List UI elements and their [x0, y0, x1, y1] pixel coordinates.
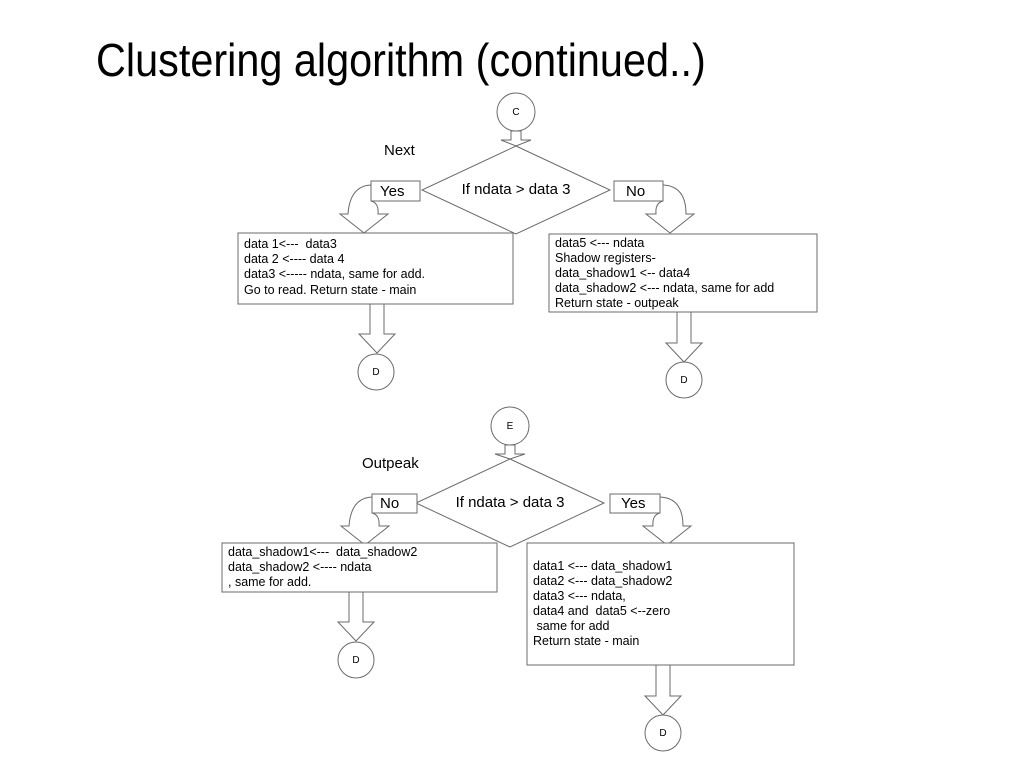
action-box-right-line: data2 <--- data_shadow2 [533, 574, 672, 588]
connector-d-left [357, 353, 395, 391]
arrow-down-left [336, 591, 376, 642]
action-box-left-line: data_shadow2 <---- ndata [228, 560, 372, 574]
action-box-right-line: data5 <--- ndata [555, 236, 644, 250]
state-label-next: Next [384, 142, 416, 159]
connector-d-right [665, 361, 703, 399]
arrow-down-right [643, 664, 683, 716]
connector-d-left [337, 641, 375, 679]
connector-e-label: E [507, 421, 514, 432]
action-box-left-line: Go to read. Return state - main [244, 283, 416, 297]
curved-arrow-right [644, 184, 696, 234]
action-box-left-line: data3 <----- ndata, same for add. [244, 267, 425, 281]
connector-d-right [644, 714, 682, 752]
branch-label-yes: Yes [621, 495, 645, 512]
action-box-right-line: data1 <--- data_shadow1 [533, 559, 672, 573]
action-box-right [526, 542, 795, 666]
action-box-left-line: data 1<--- data3 [244, 237, 337, 251]
decision-diamond [414, 458, 606, 548]
state-label-outpeak: Outpeak [362, 455, 419, 472]
arrow-down-left [357, 303, 397, 354]
slide-title: Clustering algorithm (continued..) [96, 34, 706, 86]
arrow-down [500, 130, 532, 147]
action-box-left-line: , same for add. [228, 575, 311, 589]
action-box-left [221, 542, 498, 593]
connector-d-right-label: D [680, 375, 687, 386]
action-box-left-line: data 2 <---- data 4 [244, 252, 344, 266]
decision-diamond [420, 145, 612, 235]
action-box-right-line: same for add [533, 619, 609, 633]
action-box-left-line: data_shadow1<--- data_shadow2 [228, 545, 417, 559]
branch-label-no: No [626, 183, 645, 200]
flow-outpeak: E If ndata > data 3 Outpeak No Yes data_… [221, 406, 795, 752]
action-box-right-line: data_shadow1 <-- data4 [555, 266, 690, 280]
connector-c-label: C [512, 107, 519, 118]
decision-condition: If ndata > data 3 [456, 494, 565, 511]
branch-label-no: No [380, 495, 399, 512]
flow-next: C If ndata > data 3 Next Yes No data 1<-… [237, 92, 818, 399]
arrow-down [494, 444, 526, 460]
action-box-right-line: data4 and data5 <--zero [533, 604, 670, 618]
connector-d-right-label: D [659, 728, 666, 739]
connector-d-left-label: D [352, 655, 359, 666]
action-box-right-line: data_shadow2 <--- ndata, same for add [555, 281, 774, 295]
action-box-right-line: Return state - main [533, 634, 639, 648]
curved-arrow-left [339, 496, 391, 546]
action-box-left [237, 232, 514, 305]
action-box-right [548, 233, 818, 313]
action-box-right-line: Shadow registers- [555, 251, 656, 265]
action-box-right-line: Return state - outpeak [555, 296, 679, 310]
arrow-down-right [664, 311, 704, 363]
branch-label-yes: Yes [380, 183, 404, 200]
action-box-right-line: data3 <--- ndata, [533, 589, 626, 603]
connector-d-left-label: D [372, 367, 379, 378]
decision-condition: If ndata > data 3 [462, 181, 571, 198]
curved-arrow-left-body [338, 184, 390, 234]
curved-arrow-right [641, 496, 693, 546]
